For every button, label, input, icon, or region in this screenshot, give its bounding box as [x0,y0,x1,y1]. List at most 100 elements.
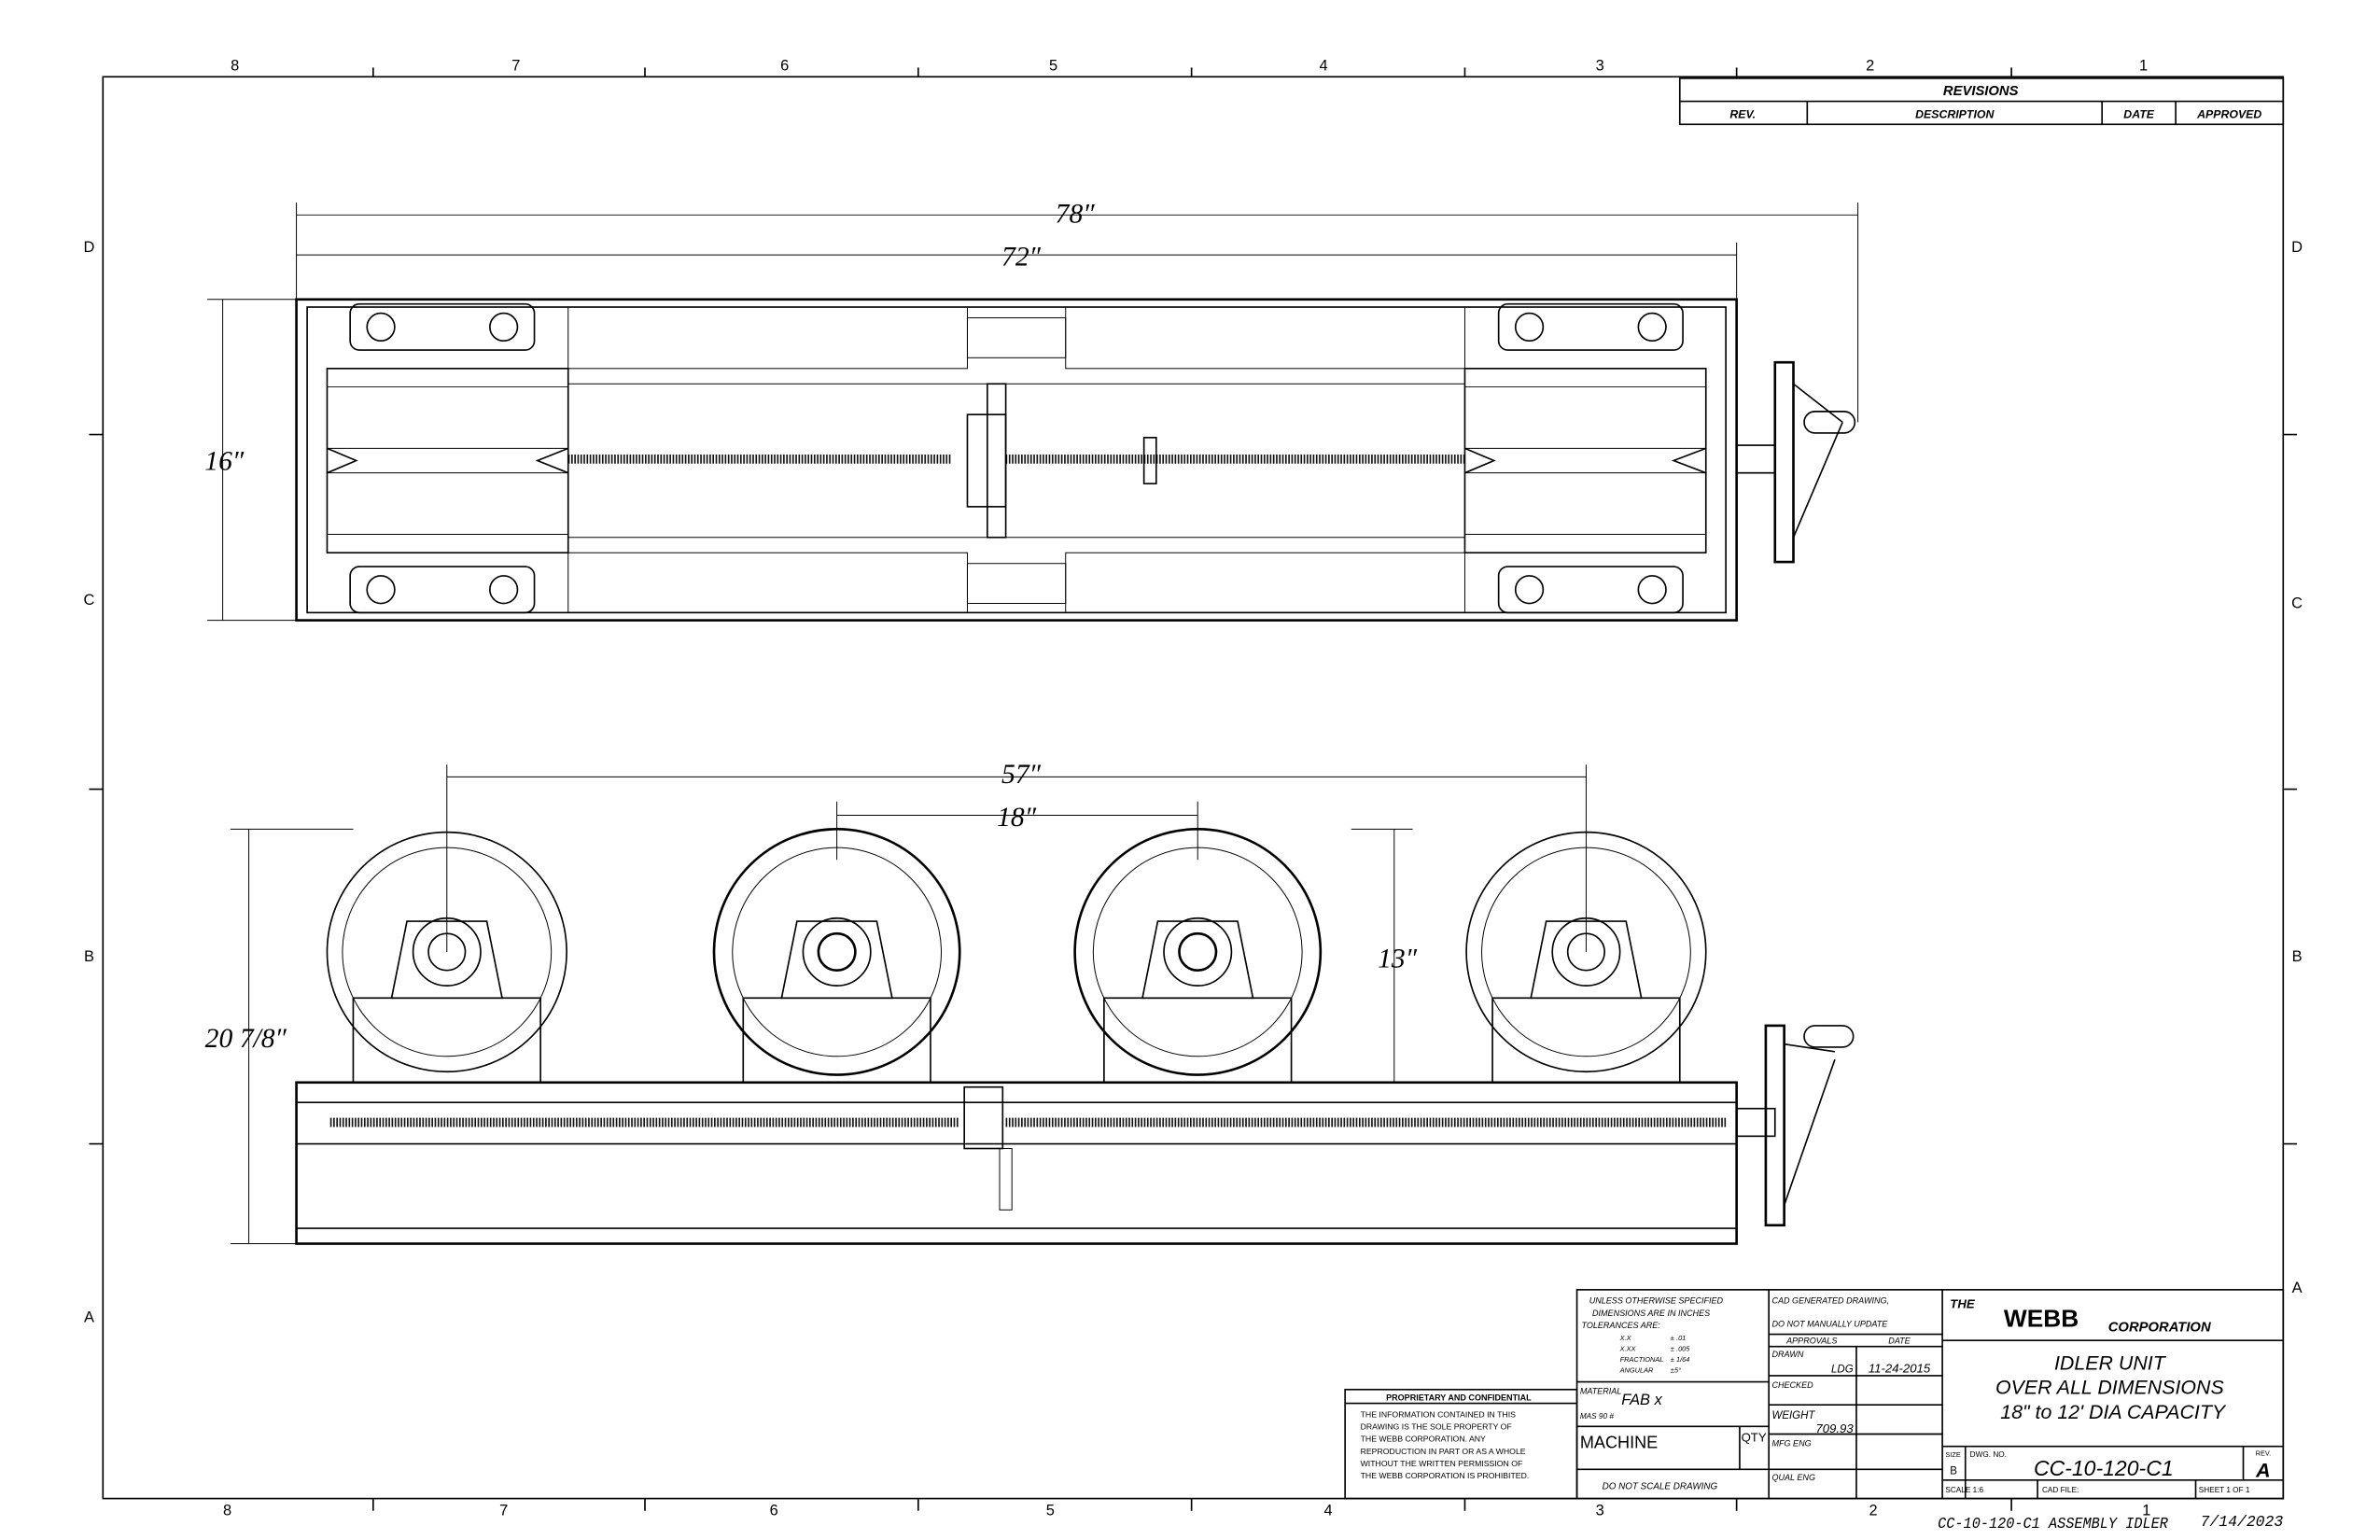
zone-label: 5 [1049,58,1057,75]
cad-note: CAD GENERATED DRAWING, [1771,1296,1889,1306]
tolerance-label: ANGULAR [1619,1366,1654,1375]
row-labels: D C B A D C B A [84,239,2303,1326]
row-label: D [84,239,95,256]
top-view-dimension-lines [207,203,1859,622]
revisions-title: REVISIONS [1943,84,2019,99]
tolerance-label: X.X [1619,1334,1632,1342]
drawing-title-line: OVER ALL DIMENSIONS [1995,1377,2224,1399]
tolerance-value: ± .005 [1671,1345,1690,1353]
revisions-header-description: DESCRIPTION [1915,108,1995,121]
drawn-by: LDG [1831,1365,1854,1376]
tolerance-note: DIMENSIONS ARE IN INCHES [1592,1309,1710,1318]
tolerance-label: X.XX [1619,1345,1637,1353]
sheet-count: SHEET 1 OF 1 [2199,1486,2250,1494]
proprietary-notice: PROPRIETARY AND CONFIDENTIAL THE INFORMA… [1344,1388,1578,1500]
zone-label: 3 [1596,1503,1604,1519]
dimension-outer-roll-spacing: 57″ [1001,760,1042,790]
approvals-header: APPROVALS [1785,1336,1837,1345]
footer-print-date: 7/14/2023 [2201,1513,2284,1531]
row-label: D [2291,239,2303,256]
dimension-frame-length: 72″ [1001,243,1042,273]
cad-file-label: CAD FILE: [2042,1486,2079,1494]
qual-eng-label: QUAL ENG [1771,1473,1815,1482]
zone-ticks [89,67,2298,1511]
row-label: C [84,592,95,609]
material-value: FAB x [1621,1392,1662,1408]
checked-label: CHECKED [1771,1380,1813,1390]
drawn-date: 11-24-2015 [1869,1362,1931,1376]
size-value: B [1950,1465,1957,1477]
weight-value: 709.93 [1815,1421,1854,1435]
proprietary-line: THE WEBB CORPORATION IS PROHIBITED. [1361,1471,1530,1480]
revisions-header-approved: APPROVED [2196,108,2261,121]
tolerance-note: UNLESS OTHERWISE SPECIFIED [1589,1296,1724,1306]
proprietary-line: REPRODUCTION IN PART OR AS A WHOLE [1361,1447,1526,1456]
drawing-title-line: 18" to 12' DIA CAPACITY [2000,1401,2227,1423]
zone-label: 7 [499,1503,508,1519]
drawing-title-line: IDLER UNIT [2054,1351,2167,1374]
rev-label: REV. [2256,1449,2272,1458]
dimension-overall-length: 78″ [1056,200,1096,230]
zone-label: 5 [1046,1503,1055,1519]
do-not-scale-note: DO NOT SCALE DRAWING [1603,1482,1718,1492]
cad-note: DO NOT MANUALLY UPDATE [1771,1319,1888,1328]
zone-label: 4 [1323,1503,1332,1519]
revisions-table: REVISIONS REV. DESCRIPTION DATE APPROVED [1678,77,2285,126]
pillow-blocks [352,920,1681,1084]
drawing-number: CC-10-120-C1 [2034,1456,2174,1480]
proprietary-line: THE INFORMATION CONTAINED IN THIS [1361,1409,1517,1419]
handwheel-top [1735,360,1856,564]
row-label: B [2292,948,2303,965]
proprietary-line: DRAWING IS THE SOLE PROPERTY OF [1361,1422,1512,1432]
scale-value: SCALE 1:6 [1945,1486,1983,1494]
proprietary-line: WITHOUT THE WRITTEN PERMISSION OF [1361,1459,1523,1468]
row-label: A [84,1309,94,1325]
zone-label: 1 [2139,58,2148,75]
zone-label: 7 [511,58,520,75]
zone-label: 6 [770,1503,778,1519]
zone-label: 1 [2142,1503,2150,1519]
tolerance-value: ±5° [1671,1366,1681,1375]
rollers [326,828,1707,1076]
sheet-border [102,76,2285,1500]
zone-labels-top: 8 7 6 5 4 3 2 1 [231,58,2148,75]
row-label: C [2291,595,2303,611]
mas-note: MAS 90 # [1580,1412,1615,1421]
front-view: 57″ 18″ 13″ 20 7/8″ [205,760,1855,1245]
proprietary-line: THE WEBB CORPORATION. ANY [1361,1435,1486,1444]
zone-label: 6 [780,58,789,75]
revisions-header-rev: REV. [1729,108,1756,121]
date-header: DATE [1888,1336,1911,1345]
zone-labels-bottom: 8 7 6 5 4 3 2 1 [223,1503,2150,1519]
company-the: THE [1950,1297,1976,1311]
row-label: A [2292,1280,2303,1296]
zone-label: 3 [1596,58,1604,75]
front-view-dimension-lines [230,764,1587,1244]
zone-label: 8 [231,58,239,75]
proprietary-heading: PROPRIETARY AND CONFIDENTIAL [1386,1393,1532,1402]
zone-label: 2 [1866,58,1874,75]
material-label: MATERIAL [1580,1387,1622,1396]
zone-label: 8 [223,1503,231,1519]
revision-value: A [2255,1460,2270,1482]
company-corporation: CORPORATION [2108,1320,2211,1335]
dimension-overall-height: 20 7/8″ [205,1024,287,1054]
tolerance-value: ± .01 [1671,1334,1686,1342]
handwheel-front [1735,1024,1855,1227]
weight-label: WEIGHT [1771,1410,1815,1421]
mfg-eng-label: MFG ENG [1771,1439,1811,1449]
drawn-label: DRAWN [1771,1350,1803,1359]
size-label: SIZE [1945,1450,1960,1459]
tolerance-value: ± 1/64 [1671,1355,1690,1364]
footer-file-name: CC-10-120-C1 ASSEMBLY IDLER [1938,1515,2168,1533]
tolerance-note: TOLERANCES ARE: [1581,1321,1660,1330]
zone-label: 4 [1320,58,1328,75]
dimension-inner-roll-spacing: 18″ [997,803,1037,833]
dimension-roll-height: 13″ [1378,944,1418,973]
machine-label: MACHINE [1580,1433,1658,1451]
zone-label: 2 [1869,1503,1877,1519]
dwg-no-label: DWG. NO. [1970,1450,2007,1459]
revisions-header-date: DATE [2123,108,2154,121]
company-name: WEBB [2004,1304,2079,1332]
